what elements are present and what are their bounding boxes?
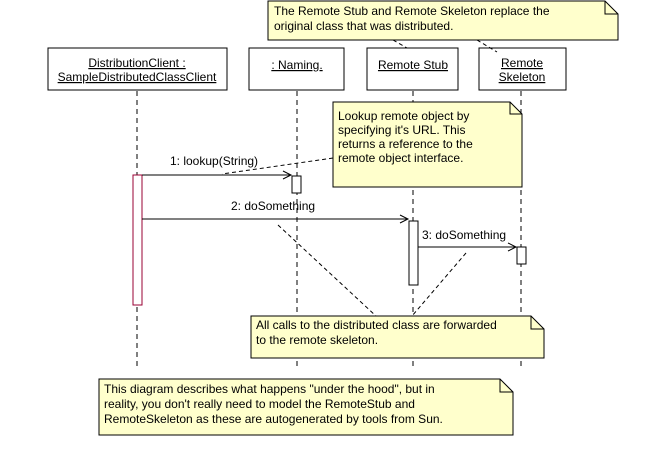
note-replace-body [267,0,619,41]
message-dosomething-1[interactable]: 2: doSomething [142,199,410,224]
note-replace[interactable]: The Remote Stub and Remote Skeleton repl… [267,0,619,41]
note-forward-connector-stub-call [411,252,467,317]
note-forward-line1: All calls to the distributed class are f… [256,318,497,332]
activation-naming [291,175,302,194]
message-dosomething-1-arrowhead [399,214,410,224]
participant-remote-stub-label: Remote Stub [378,58,448,72]
participant-client[interactable]: DistributionClient : SampleDistributedCl… [47,47,228,91]
participant-remote-skeleton[interactable]: Remote Skeleton [478,47,567,91]
participant-remote-skeleton-box [478,47,567,91]
note-forward-connector-client-call [277,224,377,317]
message-lookup-label: 1: lookup(String) [170,154,258,168]
note-hood-line1: This diagram describes what happens "und… [104,382,435,396]
participant-client-label-line1: DistributionClient : [88,56,185,70]
note-lookup-connector [221,157,334,175]
note-replace-line1: The Remote Stub and Remote Skeleton repl… [274,4,550,18]
note-replace-line2: original class that was distributed. [274,19,453,33]
participant-remote-stub[interactable]: Remote Stub [366,47,459,91]
note-forward-fold [530,316,544,330]
activation-remote-skeleton [516,246,527,265]
participant-naming-box [248,47,345,91]
participant-naming[interactable]: : Naming. [248,47,345,91]
note-lookup-line4: remote object interface. [338,151,463,165]
note-replace-connector-stub [392,39,408,49]
note-hood-line3: RemoteSkeleton as these are autogenerate… [104,412,443,426]
activation-remote-stub [408,220,419,286]
note-forward-body [250,315,545,359]
note-lookup-fold [509,102,522,115]
participant-client-box [47,47,228,91]
note-replace-connector-skeleton [476,39,498,53]
participant-remote-skeleton-label-line1: Remote [501,56,543,70]
note-lookup-line3: returns a reference to the [338,137,473,151]
note-lookup[interactable]: Lookup remote object by specifying it's … [332,101,523,188]
activation-client [132,174,143,306]
note-hood[interactable]: This diagram describes what happens "und… [98,378,514,436]
note-lookup-line2: specifying it's URL. This [338,123,465,137]
note-hood-line2: reality, you don't really need to model … [104,397,415,411]
note-replace-fold [604,1,618,15]
participant-naming-label: : Naming. [271,58,322,72]
note-lookup-line1: Lookup remote object by [338,109,469,123]
participant-client-label-line2: SampleDistributedClassClient [58,70,217,84]
participant-remote-stub-box [366,47,459,91]
note-forward-line2: to the remote skeleton. [256,333,378,347]
message-lookup[interactable]: 1: lookup(String) [142,154,293,180]
note-lookup-body [332,101,523,188]
message-dosomething-2-arrowhead [507,242,518,252]
note-forward[interactable]: All calls to the distributed class are f… [250,315,545,359]
note-hood-body [98,378,514,436]
message-lookup-arrowhead [282,170,293,180]
participant-remote-skeleton-label-line2: Skeleton [499,70,546,84]
message-dosomething-2-label: 3: doSomething [422,228,506,242]
note-hood-fold [499,379,513,393]
message-dosomething-2[interactable]: 3: doSomething [418,228,518,252]
message-dosomething-1-label: 2: doSomething [231,199,315,213]
